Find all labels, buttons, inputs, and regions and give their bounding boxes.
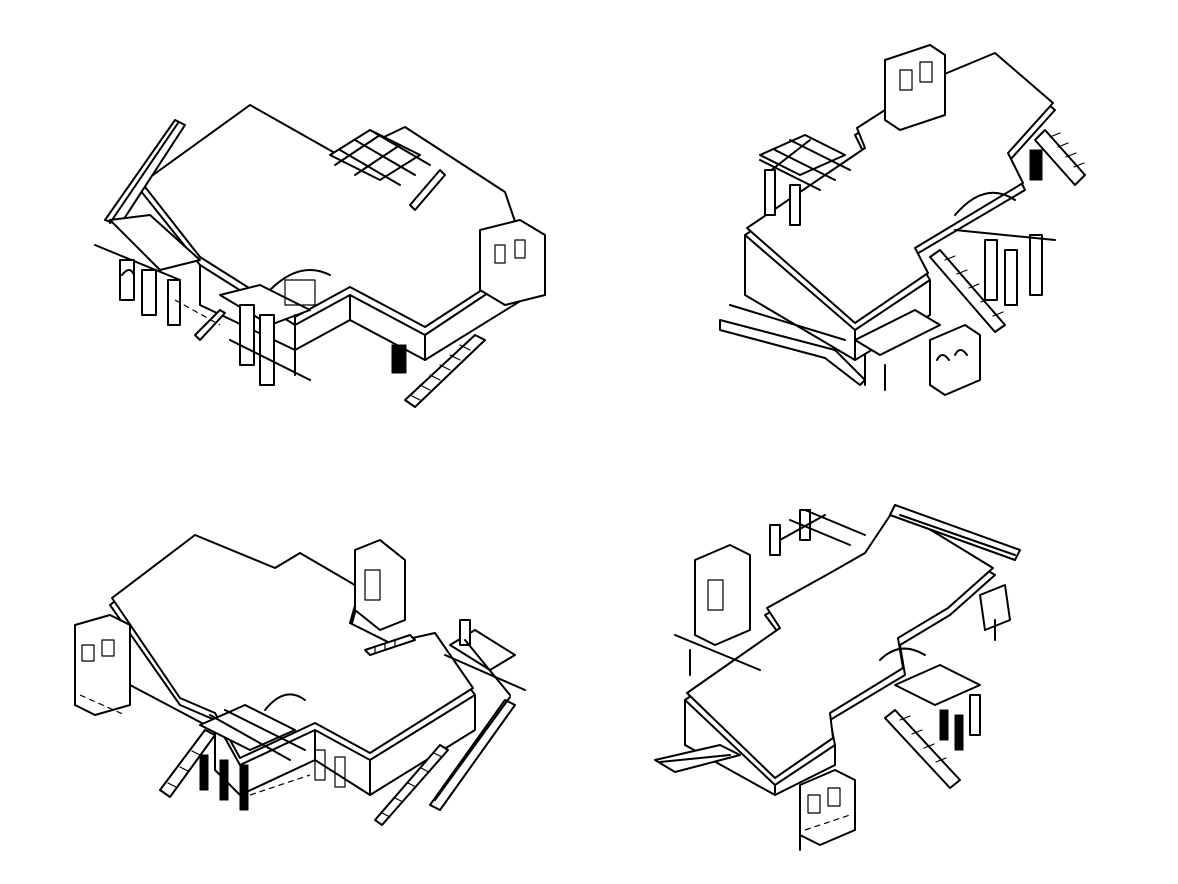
doorway-dark (1029, 149, 1043, 181)
isometric-drawing-bottom-left (74, 534, 526, 826)
balcony (854, 309, 941, 356)
column (1004, 249, 1018, 306)
staircase-middle (364, 634, 416, 656)
pergola-left (759, 134, 851, 226)
roof-slab-top (746, 52, 1054, 324)
isometric-drawing-bottom-right (654, 504, 1021, 851)
roof-slab-top (686, 507, 994, 779)
column (119, 259, 135, 301)
column-dark (239, 764, 249, 811)
staircase-front (404, 334, 486, 408)
column-dark (219, 759, 229, 801)
tower-right (479, 219, 546, 306)
pergola-right (444, 619, 526, 696)
isometric-view-top-left (80, 95, 560, 425)
column (167, 279, 181, 326)
ramp (429, 699, 516, 811)
tower-bottom (929, 324, 981, 396)
doorway-dark (391, 344, 407, 374)
staircase-right (1034, 129, 1086, 186)
isometric-view-top-right (715, 40, 1095, 400)
roof-ramp (409, 169, 446, 211)
staircase-right (884, 709, 961, 789)
staircase-left (159, 729, 216, 798)
pergola-top (769, 509, 866, 556)
tower-top (884, 44, 946, 131)
column-dark (939, 709, 949, 741)
tower-left (74, 614, 131, 716)
staircase-front (374, 744, 449, 826)
portico (894, 664, 981, 706)
balcony-left (109, 214, 201, 271)
column (239, 304, 255, 366)
isometric-drawing-top-left (94, 104, 546, 408)
column (984, 239, 998, 301)
column-dark (954, 714, 964, 751)
column (141, 269, 157, 316)
column (969, 694, 981, 736)
column-dark (199, 754, 209, 791)
pergola-top (329, 129, 431, 186)
column (259, 314, 275, 386)
tower-right (979, 584, 1011, 631)
column (1029, 234, 1043, 296)
isometric-view-bottom-right (650, 500, 1030, 855)
ramp (719, 319, 866, 386)
isometric-drawing-top-right (719, 44, 1086, 396)
staircase-middle (929, 249, 1006, 333)
isometric-view-bottom-left (70, 534, 540, 835)
staircase-small (194, 309, 226, 341)
